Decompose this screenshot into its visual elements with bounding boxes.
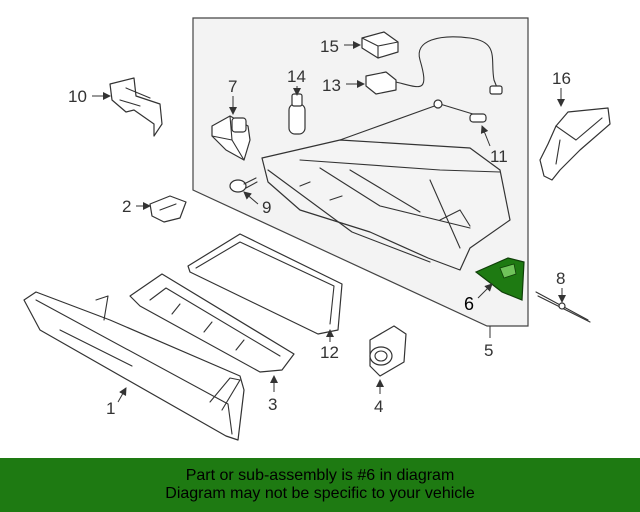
callout-5: 5 xyxy=(484,341,493,360)
banner-line-1: Part or sub-assembly is #6 in diagram xyxy=(185,467,455,484)
callout-3: 3 xyxy=(268,395,277,414)
part-1-glove-box-door[interactable] xyxy=(23,291,245,441)
part-16-latch-bracket[interactable] xyxy=(539,107,611,181)
part-14-bulb[interactable] xyxy=(288,93,306,135)
callout-16: 16 xyxy=(552,69,571,88)
callout-14: 14 xyxy=(287,67,306,86)
part-5-glove-box-housing[interactable] xyxy=(261,139,511,271)
part-9-screw[interactable] xyxy=(229,177,258,193)
part-13-connector[interactable] xyxy=(365,36,503,95)
part-3-inner-frame[interactable] xyxy=(129,273,295,373)
callout-12: 12 xyxy=(320,343,339,362)
leader-11 xyxy=(480,125,491,147)
banner-line-2: Diagram may not be specific to your vehi… xyxy=(165,485,475,502)
part-8-pin[interactable] xyxy=(535,291,591,323)
parts-diagram: 15 13 14 7 9 11 10 16 2 6 5 8 12 3 4 1 xyxy=(23,17,611,441)
callout-9: 9 xyxy=(262,198,271,217)
callout-2: 2 xyxy=(122,197,131,216)
callout-7: 7 xyxy=(228,77,237,96)
part-15-cap[interactable] xyxy=(361,31,399,59)
part-11-damper[interactable] xyxy=(339,99,487,141)
leader-9 xyxy=(243,191,259,205)
callout-4: 4 xyxy=(374,397,383,416)
callout-10: 10 xyxy=(68,87,87,106)
callout-8: 8 xyxy=(556,269,565,288)
callout-11: 11 xyxy=(490,147,508,166)
callout-1: 1 xyxy=(106,399,115,418)
part-4-socket[interactable] xyxy=(369,325,407,377)
part-10-hinge-bracket[interactable] xyxy=(109,77,163,137)
part-7-bracket[interactable] xyxy=(211,115,251,161)
callout-15: 15 xyxy=(320,37,339,56)
part-6-bracket-highlighted[interactable] xyxy=(474,257,525,301)
info-banner: Part or sub-assembly is #6 in diagram Di… xyxy=(0,458,640,512)
part-2-clip[interactable] xyxy=(149,195,187,223)
callout-6-highlighted: 6 xyxy=(464,294,474,314)
leader-6 xyxy=(477,283,493,299)
callout-13: 13 xyxy=(322,76,341,95)
leader-1 xyxy=(117,387,127,403)
part-12-liner[interactable] xyxy=(187,233,343,335)
